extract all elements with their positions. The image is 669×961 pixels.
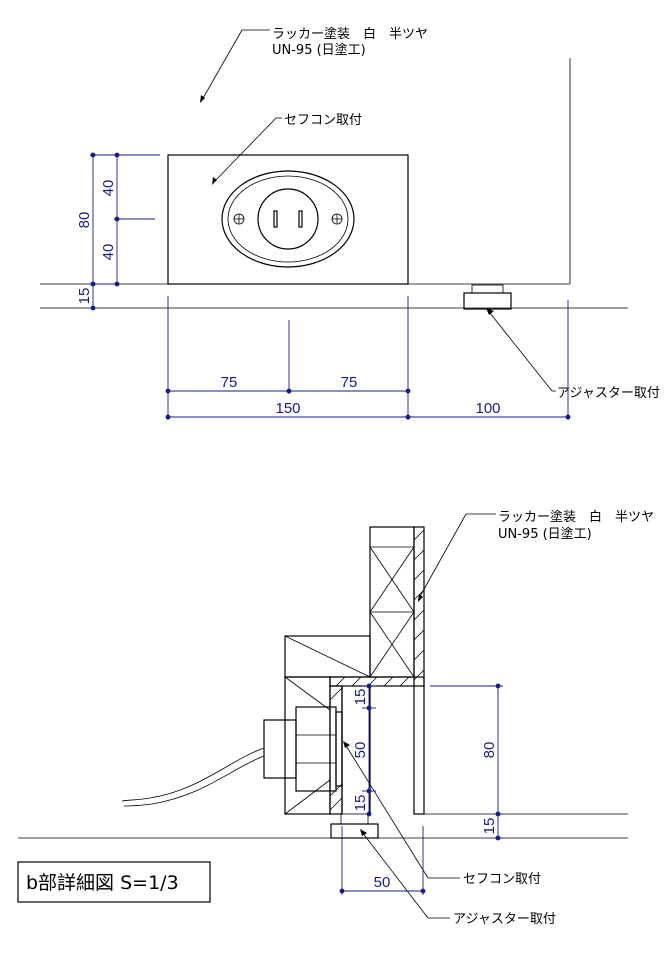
dim-offset: 100	[475, 400, 500, 417]
outlet-flange	[335, 711, 343, 787]
section-adjuster-leader	[361, 831, 429, 919]
finish-leader	[201, 29, 243, 101]
adjuster-leader	[485, 307, 553, 392]
title-label: b部詳細図 S=1/3	[26, 872, 179, 894]
arrowhead-icon	[418, 594, 423, 602]
dim-height-total: 80	[76, 212, 93, 229]
section-view: ラッカー塗装 白 半ツヤ UN-95 (日塗工) セフコン取付 アジャスター取付…	[18, 509, 654, 927]
outlet-leader	[213, 117, 277, 183]
outlet-oval-inner	[227, 175, 349, 263]
screw-icon	[331, 213, 343, 225]
arrowhead-icon	[200, 95, 205, 103]
box-body	[284, 676, 331, 815]
section-finish-leader	[417, 513, 467, 601]
dim-half-right: 75	[341, 374, 358, 391]
arrowhead-icon	[486, 308, 494, 315]
section-finish-note-line2: UN-95 (日塗工)	[498, 526, 592, 542]
dim-bot-15: 15	[352, 795, 369, 812]
outlet-plug-body	[263, 719, 297, 779]
horizontal-dimensions: 75 75 150 100	[165, 296, 571, 420]
top-view: ラッカー塗装 白 半ツヤ UN-95 (日塗工) セフコン取付 アジャスター取付…	[40, 26, 660, 420]
section-outlet-label: セフコン取付	[463, 872, 541, 887]
panel-hatch	[413, 529, 425, 681]
dim-height-80: 80	[481, 742, 498, 759]
arrowhead-icon	[360, 829, 367, 836]
dim-top-15: 15	[352, 689, 369, 706]
dim-height-lower: 40	[100, 244, 117, 261]
outlet-oval-outer	[221, 170, 355, 268]
section-finish-note-line1: ラッカー塗装 白 半ツヤ	[498, 509, 654, 525]
dim-mid-50: 50	[352, 742, 369, 759]
top-plate-hatch	[335, 676, 410, 687]
title-box: b部詳細図 S=1/3	[17, 861, 211, 903]
dim-half-left: 75	[221, 374, 238, 391]
finish-note-line1: ラッカー塗装 白 半ツヤ	[272, 26, 428, 42]
dim-base-gap: 15	[76, 288, 93, 305]
power-cord	[121, 747, 265, 802]
outlet-plate	[167, 154, 409, 285]
section-adjuster-label: アジャスター取付	[453, 912, 556, 927]
dim-height-upper: 40	[100, 180, 117, 197]
vertical-dimensions: 80 40 40 15	[76, 152, 160, 311]
adjuster-foot	[463, 292, 512, 310]
adjuster-label: アジャスター取付	[557, 386, 660, 401]
arrowhead-icon	[212, 177, 217, 185]
arrowhead-icon	[343, 741, 350, 748]
finish-note-line2: UN-95 (日塗工)	[272, 42, 366, 58]
section-inner-dimensions: 15 50 15	[352, 683, 376, 817]
section-bottom-dimension: 50	[339, 826, 426, 895]
section-right-dimensions: 80 15	[430, 683, 503, 841]
side-panel	[413, 526, 425, 815]
screw-icon	[233, 213, 245, 225]
section-adjuster-foot	[330, 823, 379, 839]
dim-width-50: 50	[374, 874, 391, 891]
adjuster-foot-top	[471, 284, 504, 294]
outlet-socket	[257, 188, 319, 250]
outlet-slot-right	[298, 210, 303, 228]
dim-gap-15: 15	[481, 818, 498, 835]
outlet-label: セフコン取付	[284, 113, 362, 128]
outlet-slot-left	[273, 210, 278, 228]
dim-width: 150	[275, 400, 300, 417]
section-outlet-leader	[344, 743, 429, 879]
